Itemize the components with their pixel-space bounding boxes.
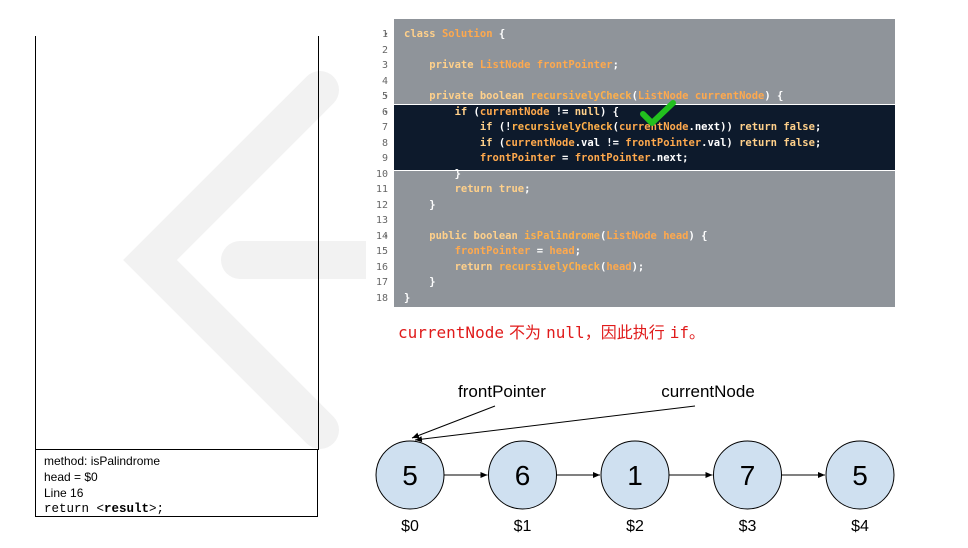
line-number: 10	[375, 168, 388, 180]
line-number: 7	[381, 122, 388, 133]
line-number: 17	[375, 277, 388, 288]
front-pointer-label: frontPointer	[458, 382, 546, 401]
code-text: if (!recursivelyCheck(currentNode.next))…	[404, 121, 822, 133]
line-number: 3	[381, 60, 388, 71]
code-text: }	[404, 198, 436, 211]
frame-method: method: isPalindrome	[44, 454, 161, 468]
code-text: }	[404, 167, 461, 180]
code-text: if (currentNode.val != frontPointer.val)…	[404, 136, 822, 149]
current-node-label: currentNode	[661, 382, 755, 401]
code-text: frontPointer = frontPointer.next;	[404, 152, 689, 164]
linked-list-diagram: frontPointer currentNode 5 $0 6 $1 1 $2 7 $3 5 $4	[375, 382, 895, 535]
code-text: private ListNode frontPointer;	[404, 59, 619, 71]
current-node-arrow	[414, 405, 696, 443]
fold-arrow-icon[interactable]: ▾	[384, 231, 389, 240]
line-number: 14	[375, 230, 388, 242]
node-value: 5	[852, 460, 868, 491]
front-pointer-arrow	[411, 405, 496, 439]
node-address: $3	[739, 518, 757, 535]
code-text: frontPointer = head;	[404, 245, 582, 257]
code-text: }	[404, 291, 411, 304]
line-number: 8	[381, 137, 388, 149]
node-address: $1	[514, 518, 532, 535]
frame-line: Line 16	[44, 486, 84, 500]
list-node	[825, 440, 895, 510]
node-address: $4	[851, 518, 869, 535]
node-value: 7	[740, 460, 756, 491]
line-number: 13	[375, 215, 388, 226]
frame-head: head = $0	[44, 470, 98, 484]
node-address: $0	[401, 518, 419, 535]
node-value: 1	[627, 460, 643, 491]
frame-return: return <result>;	[44, 502, 165, 516]
line-number: 18	[375, 292, 388, 304]
code-text: if (currentNode != null) {	[404, 105, 619, 118]
line-number: 15	[375, 246, 388, 257]
line-number: 1	[381, 29, 388, 40]
line-number: 9	[381, 153, 388, 164]
fold-arrow-icon[interactable]: ▾	[384, 30, 389, 38]
code-text: private boolean recursivelyCheck(ListNod…	[404, 90, 784, 102]
line-number: 2	[381, 44, 388, 56]
explanation-caption: currentNode 不为 null，因此执行 if。	[398, 323, 706, 342]
stack-panel-left-border	[35, 36, 36, 450]
code-text: }	[404, 276, 436, 288]
checkmark-icon	[640, 100, 676, 126]
line-number: 11	[375, 184, 388, 195]
fold-arrow-icon[interactable]: ▾	[384, 92, 389, 100]
line-number: 16	[375, 261, 388, 273]
code-text: public boolean isPalindrome(ListNode hea…	[404, 229, 708, 242]
code-text: return recursivelyCheck(head);	[404, 260, 645, 273]
line-number: 5	[381, 91, 388, 102]
fold-arrow-icon[interactable]: ▾	[384, 107, 389, 116]
code-text: return true;	[404, 183, 531, 195]
node-address: $2	[626, 518, 644, 535]
node-value: 5	[402, 460, 418, 491]
line-number: 4	[381, 75, 388, 87]
node-value: 6	[515, 460, 531, 491]
stack-panel-right-border	[318, 36, 319, 450]
code-text: class Solution {	[404, 28, 506, 40]
line-number: 6	[381, 106, 388, 118]
line-number: 12	[375, 199, 388, 211]
line-number-gutter	[366, 19, 394, 307]
stack-frame: method: isPalindrome head = $0 Line 16 r…	[35, 449, 318, 517]
